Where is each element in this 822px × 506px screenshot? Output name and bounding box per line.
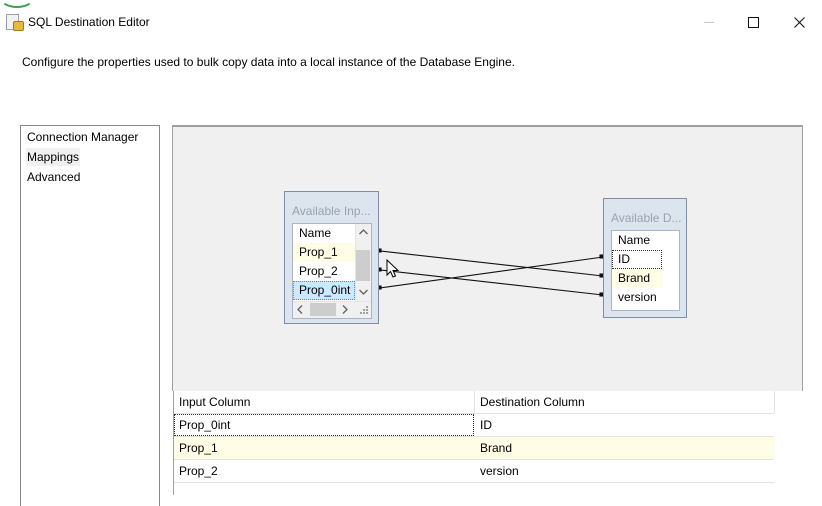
input-box-title: Available Inp...	[292, 204, 371, 218]
scroll-down-arrow-icon[interactable]	[359, 289, 368, 295]
nav-item-mappings[interactable]: Mappings	[26, 148, 81, 166]
mapping-canvas[interactable]	[172, 125, 803, 391]
destination-column-brand[interactable]: Brand	[612, 269, 662, 288]
minimize-icon	[704, 22, 714, 23]
header-divider	[474, 391, 475, 413]
vertical-scroll-thumb[interactable]	[356, 250, 370, 281]
minimize-button[interactable]	[686, 8, 732, 36]
available-input-columns-box[interactable]: Available Inp... Name Prop_1 Prop_2 Prop…	[284, 191, 379, 324]
title-bar	[0, 0, 822, 44]
destination-column-list[interactable]: Name ID Brand version	[611, 230, 680, 311]
header-bottom-line	[174, 413, 774, 414]
mapping-line-prop1-brand[interactable]	[379, 250, 604, 277]
background-window-edge	[0, 0, 34, 8]
input-list-header: Name	[299, 226, 332, 240]
scroll-right-arrow-icon[interactable]	[342, 305, 348, 314]
window-title: SQL Destination Editor	[28, 15, 150, 29]
grid-cell-input[interactable]: Prop_2	[179, 464, 218, 478]
nav-item-connection-manager[interactable]: Connection Manager	[27, 130, 139, 144]
grid-cell-input[interactable]: Prop_0int	[174, 414, 474, 436]
mapping-line-prop0int-id[interactable]	[379, 256, 604, 289]
destination-list-header: Name	[618, 233, 651, 247]
maximize-icon	[747, 16, 759, 28]
header-divider	[774, 391, 775, 413]
navigation-pane: Connection Manager Mappings Advanced	[20, 125, 160, 506]
mapping-line-prop2-version[interactable]	[379, 269, 604, 296]
mapping-lines	[377, 248, 604, 297]
canvas-border	[172, 125, 802, 127]
row-divider	[174, 436, 774, 437]
row-divider	[174, 459, 774, 460]
destination-column-version[interactable]: version	[618, 290, 657, 304]
grid-header-destination-column[interactable]: Destination Column	[480, 395, 585, 409]
grid-cell-destination[interactable]: version	[480, 464, 519, 478]
input-column-prop-2[interactable]: Prop_2	[299, 264, 338, 278]
input-column-prop-1[interactable]: Prop_1	[293, 243, 355, 262]
row-divider	[174, 482, 774, 483]
input-column-list[interactable]: Name Prop_1 Prop_2 Prop_0int	[292, 223, 372, 319]
nav-item-advanced[interactable]: Advanced	[27, 170, 81, 184]
scroll-up-arrow-icon[interactable]	[359, 229, 368, 235]
destination-box-title: Available D...	[611, 211, 682, 225]
grid-cell-input[interactable]: Prop_1	[174, 437, 474, 459]
grid-header-input-column[interactable]: Input Column	[179, 395, 251, 409]
close-icon	[793, 16, 805, 28]
input-column-prop-0int[interactable]: Prop_0int	[293, 281, 355, 300]
destination-column-id[interactable]: ID	[612, 250, 662, 269]
horizontal-scroll-thumb[interactable]	[310, 303, 336, 316]
scroll-left-arrow-icon[interactable]	[297, 305, 303, 314]
grid-cell-destination[interactable]: Brand	[474, 437, 774, 459]
maximize-button[interactable]	[730, 8, 776, 36]
available-destination-columns-box[interactable]: Available D... Name ID Brand version	[603, 198, 687, 318]
mouse-cursor-icon	[386, 259, 400, 278]
dialog-description: Configure the properties used to bulk co…	[22, 55, 515, 69]
mapping-grid: Input Column Destination Column Prop_0in…	[173, 391, 804, 495]
close-button[interactable]	[776, 8, 822, 36]
database-icon	[13, 21, 24, 31]
grid-cell-destination[interactable]: ID	[480, 418, 492, 432]
resize-grip-icon[interactable]	[359, 305, 369, 315]
